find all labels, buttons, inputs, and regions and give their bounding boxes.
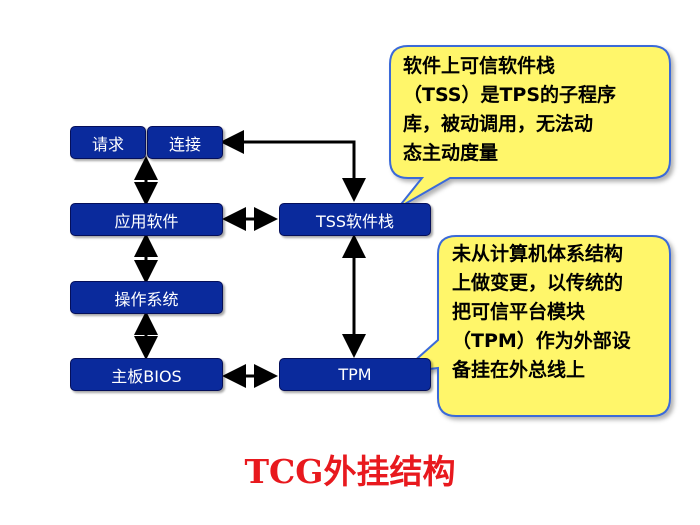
tpm-box: TPM (279, 358, 431, 391)
tpm-label: TPM (338, 365, 372, 384)
app-software-box: 应用软件 (70, 203, 223, 236)
arrow-connect-tss (220, 130, 366, 202)
tss-stack-label: TSS软件栈 (315, 211, 395, 231)
bios-box: 主板BIOS (70, 358, 223, 391)
connect-label: 连接 (168, 134, 201, 154)
app-software-label: 应用软件 (114, 211, 179, 231)
tss-callout-bubble (389, 45, 671, 209)
tss-stack-box: TSS软件栈 (279, 203, 431, 236)
tpm-callout-text: 未从计算机体系结构 上做变更，以传统的 把可信平台模块 （TPM）作为外部设 备… (452, 243, 631, 381)
request-label: 请求 (91, 134, 124, 154)
tpm-callout-bubble (398, 235, 671, 417)
page-title: TCG外挂结构 (244, 452, 456, 491)
os-box: 操作系统 (70, 281, 223, 314)
tss-callout-text: 软件上可信软件栈 （TSS）是TPS的子程序 库，被动调用，无法动 态主动度量 (403, 55, 617, 164)
os-label: 操作系统 (114, 289, 179, 309)
bios-label: 主板BIOS (111, 366, 182, 386)
request-box: 请求 (70, 126, 146, 159)
connect-box: 连接 (147, 126, 223, 159)
